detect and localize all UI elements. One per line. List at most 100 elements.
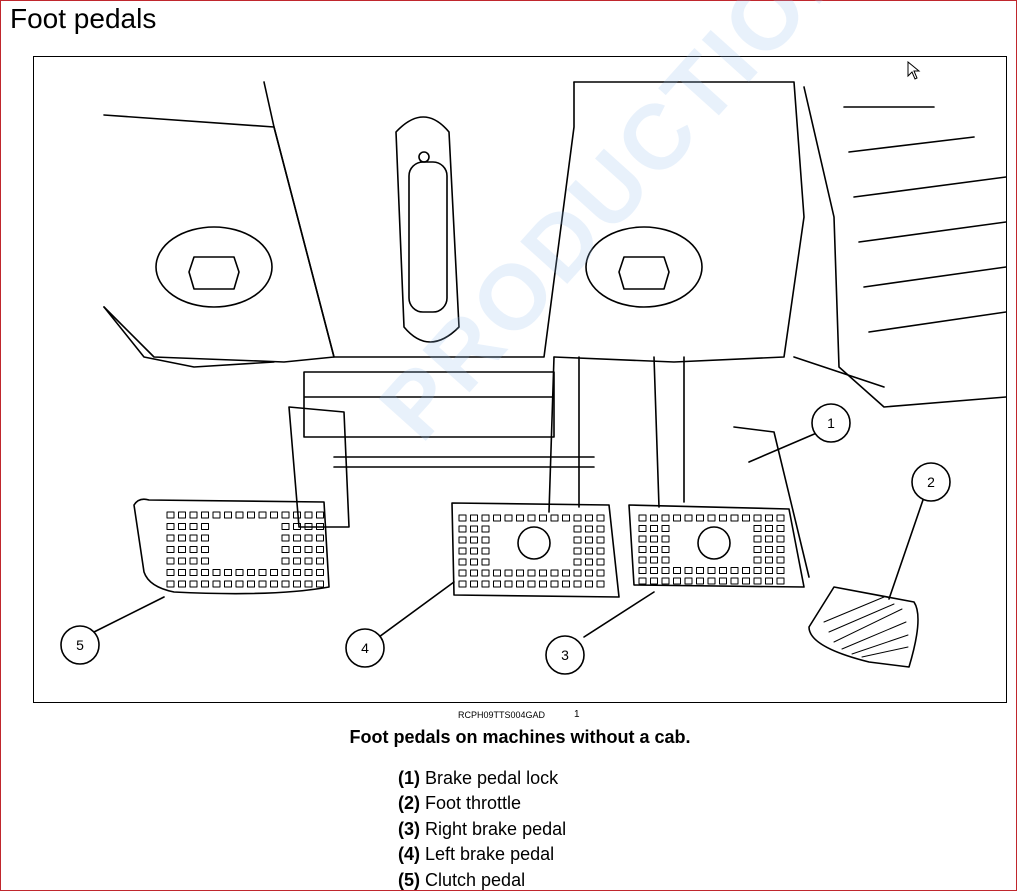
tread-square: [281, 523, 290, 530]
tread-square: [212, 511, 221, 519]
left-boss: [155, 226, 273, 308]
tread-square: [707, 514, 716, 522]
tread-square: [258, 569, 267, 576]
tread-square: [458, 558, 467, 566]
tread-square: [178, 523, 186, 530]
tread-square: [730, 514, 739, 522]
left-lower-housing: [103, 306, 275, 368]
legend-item: (2) Foot throttle: [398, 793, 522, 814]
legend-item: (4) Left brake pedal: [398, 844, 555, 865]
tread-square: [765, 577, 773, 585]
tread-square: [178, 511, 186, 519]
tread-square: [638, 567, 647, 574]
tread-square: [516, 569, 524, 577]
tread-square: [585, 514, 593, 522]
tread-square: [650, 577, 658, 585]
figure-caption: Foot pedals on machines without a cab.: [349, 727, 691, 747]
tread-square: [661, 514, 670, 522]
leader-1: [748, 431, 820, 463]
tread-square: [596, 547, 605, 555]
tread-square: [684, 577, 693, 585]
tread-square: [316, 511, 324, 519]
right-boss: [585, 226, 703, 308]
tread-square: [458, 525, 467, 533]
left-bolt: [188, 256, 240, 290]
tread-square: [573, 536, 582, 544]
tread-square: [776, 535, 785, 543]
mouse-cursor-icon: [907, 61, 921, 80]
right-housing: [553, 81, 805, 363]
tread-square: [776, 556, 785, 564]
tread-square: [201, 534, 209, 542]
legend-item: (5) Clutch pedal: [398, 869, 526, 890]
tread-square: [504, 580, 513, 588]
tread-square: [458, 514, 467, 522]
legend-item: (1) Brake pedal lock: [398, 768, 559, 788]
tread-square: [539, 514, 547, 522]
tread-square: [270, 580, 278, 588]
tread-square: [316, 569, 324, 576]
tread-square: [661, 535, 670, 543]
throttle-arm: [733, 356, 885, 578]
tread-square: [585, 547, 593, 555]
tread-square: [753, 514, 762, 522]
tread-square: [178, 546, 186, 553]
tread-square: [316, 534, 324, 542]
tread-square: [765, 567, 773, 574]
tread-square: [753, 577, 762, 585]
callout-1-circle: [811, 403, 851, 443]
right-brake-center: [697, 526, 731, 560]
leader-3: [583, 591, 655, 638]
callout-2-circle: [911, 462, 951, 502]
tread-square: [684, 567, 693, 574]
tread-square: [178, 580, 186, 588]
tread-square: [573, 558, 582, 566]
tread-square: [470, 580, 478, 588]
tread-square: [481, 514, 490, 522]
tread-square: [224, 569, 232, 576]
tread-square: [458, 536, 467, 544]
tread-square: [719, 567, 727, 574]
tread-square: [293, 569, 301, 576]
tread-square: [281, 569, 290, 576]
tread-square: [765, 514, 773, 522]
tread-square: [178, 534, 186, 542]
tread-square: [493, 569, 501, 577]
cross-shaft: [303, 371, 595, 468]
tread-square: [596, 536, 605, 544]
tread-square: [189, 569, 198, 576]
tread-square: [458, 569, 467, 577]
tread-square: [470, 547, 478, 555]
tread-square: [638, 577, 647, 585]
tread-square: [293, 580, 301, 588]
tread-square: [765, 525, 773, 532]
tread-square: [562, 514, 570, 522]
tread-square: [166, 523, 175, 530]
tread-square: [281, 534, 290, 542]
tread-square: [638, 546, 647, 553]
tread-square: [550, 514, 559, 522]
left-housing: [103, 114, 335, 363]
tread-square: [573, 569, 582, 577]
tread-square: [776, 525, 785, 532]
tread-square: [673, 514, 681, 522]
tread-square: [776, 577, 785, 585]
tread-square: [258, 511, 267, 519]
tread-square: [166, 546, 175, 553]
tread-square: [719, 514, 727, 522]
tread-square: [562, 569, 570, 577]
tread-square: [765, 546, 773, 553]
tread-square: [661, 556, 670, 564]
callout-2-label: 2: [927, 474, 935, 490]
tread-square: [573, 580, 582, 588]
tread-square: [458, 580, 467, 588]
clutch-pedal: [133, 498, 330, 595]
tread-square: [596, 558, 605, 566]
tread-square: [201, 580, 209, 588]
tread-square: [638, 514, 647, 522]
tread-square: [281, 580, 290, 588]
tread-square: [201, 511, 209, 519]
tread-square: [304, 580, 313, 588]
tread-square: [661, 577, 670, 585]
tread-square: [481, 569, 490, 577]
